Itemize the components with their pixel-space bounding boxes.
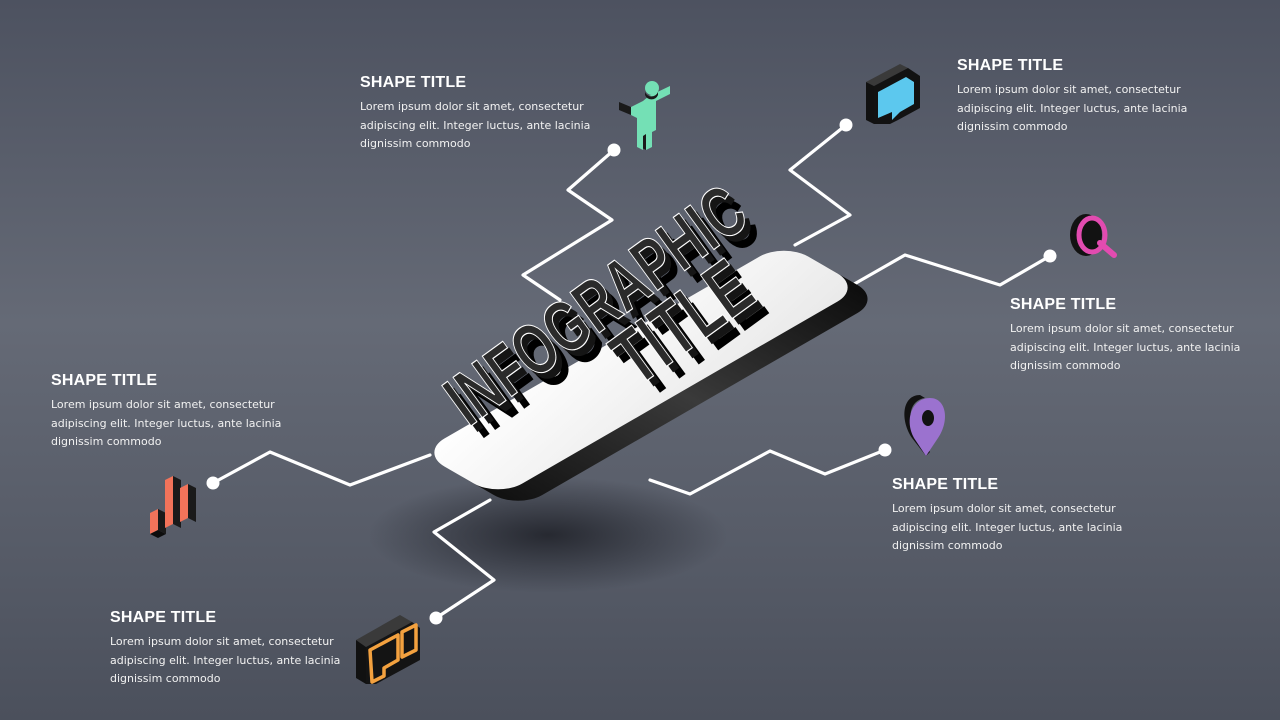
platform-top xyxy=(434,250,848,490)
connector-dot xyxy=(1043,249,1057,263)
connector-middle-right xyxy=(833,253,1052,297)
shape-title: SHAPE TITLE xyxy=(360,74,467,91)
search-icon xyxy=(1070,214,1117,258)
connector-bottom-right xyxy=(648,448,887,496)
connector-dot xyxy=(839,118,853,132)
shape-title: SHAPE TITLE xyxy=(51,372,158,389)
devices-icon xyxy=(356,615,420,684)
text-block-middle-left: SHAPE TITLE Lorem ipsum dolor sit amet, … xyxy=(51,372,301,452)
platform-shadow xyxy=(368,477,728,593)
connector-end-dots xyxy=(206,118,1057,625)
text-block-bottom-right: SHAPE TITLE Lorem ipsum dolor sit amet, … xyxy=(892,476,1142,556)
person-icon xyxy=(619,81,670,150)
text-block-bottom-left: SHAPE TITLE Lorem ipsum dolor sit amet, … xyxy=(110,609,360,689)
connector-dot xyxy=(878,443,892,457)
chat-icon xyxy=(866,64,920,124)
connector-lines xyxy=(211,123,1052,620)
shape-description: Lorem ipsum dolor sit amet, consectetur … xyxy=(51,398,282,448)
location-pin-icon xyxy=(904,395,945,456)
shape-title: SHAPE TITLE xyxy=(1010,296,1117,313)
connector-dot xyxy=(607,143,621,157)
connector-dot xyxy=(206,476,220,490)
shape-description: Lorem ipsum dolor sit amet, consectetur … xyxy=(110,635,341,685)
shape-description: Lorem ipsum dolor sit amet, consectetur … xyxy=(892,502,1123,552)
connector-dot xyxy=(429,611,443,625)
text-block-top-right: SHAPE TITLE Lorem ipsum dolor sit amet, … xyxy=(957,57,1207,137)
bar-chart-icon xyxy=(150,476,196,538)
connector-top-left xyxy=(521,148,616,302)
center-platform xyxy=(434,250,868,501)
text-block-top-left: SHAPE TITLE Lorem ipsum dolor sit amet, … xyxy=(360,74,610,154)
shape-description: Lorem ipsum dolor sit amet, consectetur … xyxy=(360,100,591,150)
shape-title: SHAPE TITLE xyxy=(957,57,1064,74)
shape-title: SHAPE TITLE xyxy=(892,476,999,493)
shape-description: Lorem ipsum dolor sit amet, consectetur … xyxy=(957,83,1188,133)
connector-middle-left xyxy=(211,450,432,487)
shape-title: SHAPE TITLE xyxy=(110,609,217,626)
shape-description: Lorem ipsum dolor sit amet, consectetur … xyxy=(1010,322,1241,372)
connector-top-right xyxy=(788,123,852,247)
connector-bottom-left xyxy=(432,498,496,620)
text-block-middle-right: SHAPE TITLE Lorem ipsum dolor sit amet, … xyxy=(1010,296,1260,376)
